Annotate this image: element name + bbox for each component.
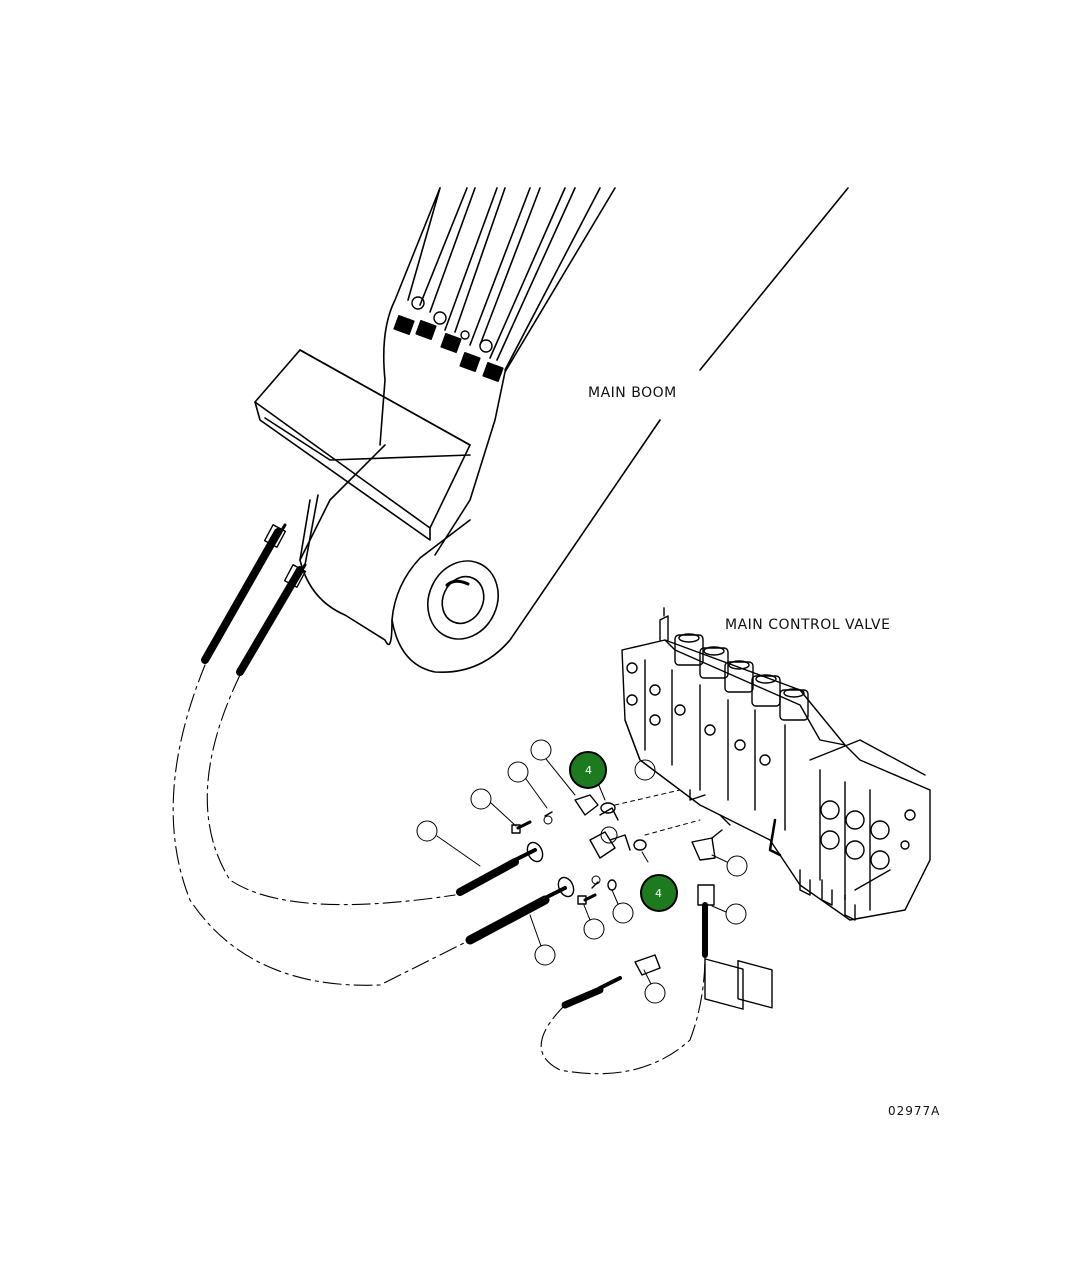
hose-route-lines: [172, 664, 706, 1075]
callout-bubble: [643, 969, 666, 1004]
callout-bubble: [530, 739, 576, 796]
part-callouts: [416, 739, 748, 1004]
callout-4-lower[interactable]: 4: [640, 874, 678, 912]
main-control-valve-label: MAIN CONTROL VALVE: [725, 617, 890, 633]
callout-bubble: [634, 759, 656, 781]
callout-bubble: [416, 820, 481, 867]
callout-bubble: [470, 788, 517, 827]
callout-bubble: [611, 889, 634, 924]
callout-bubble: [600, 826, 618, 844]
callout-bubble: [711, 903, 747, 925]
callout-bubble: [543, 815, 553, 825]
callout-number: 4: [585, 764, 592, 777]
callout-bubble: [711, 854, 748, 877]
exploded-fittings: [456, 789, 723, 1009]
main-control-valve: [621, 607, 931, 1010]
figure-number: 02977A: [888, 1104, 940, 1118]
boom-hoses: [201, 523, 307, 676]
callout-bubble: [583, 904, 605, 940]
boom-fitting-group: [393, 296, 504, 383]
callout-4-upper[interactable]: 4: [569, 751, 607, 789]
callout-bubble: [507, 761, 548, 809]
main-boom-label: MAIN BOOM: [588, 385, 677, 401]
main-boom: [254, 187, 849, 674]
callout-number: 4: [655, 887, 662, 900]
callout-bubble: [591, 875, 601, 885]
callout-bubble: [529, 914, 556, 966]
